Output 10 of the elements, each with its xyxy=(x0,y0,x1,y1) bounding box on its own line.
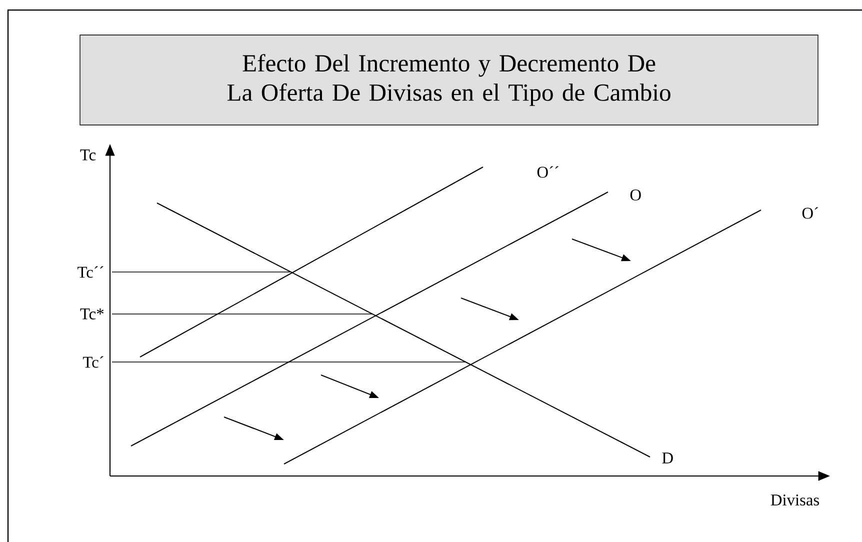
curve-label: D xyxy=(662,452,673,464)
tick-label: Tc* xyxy=(80,308,104,320)
title-box: Efecto Del Incremento y Decremento De La Oferta De Divisas en el Tipo de Cambio xyxy=(80,34,818,126)
curve-label: O´ xyxy=(802,207,818,219)
axis-label: Tc xyxy=(80,150,96,160)
curve-label: O xyxy=(630,189,641,200)
curve-label: O´´ xyxy=(537,166,559,178)
tick-label: Tc´ xyxy=(83,356,104,368)
axis-label: Divisas xyxy=(770,494,819,506)
tick-label: Tc´´ xyxy=(78,266,104,278)
